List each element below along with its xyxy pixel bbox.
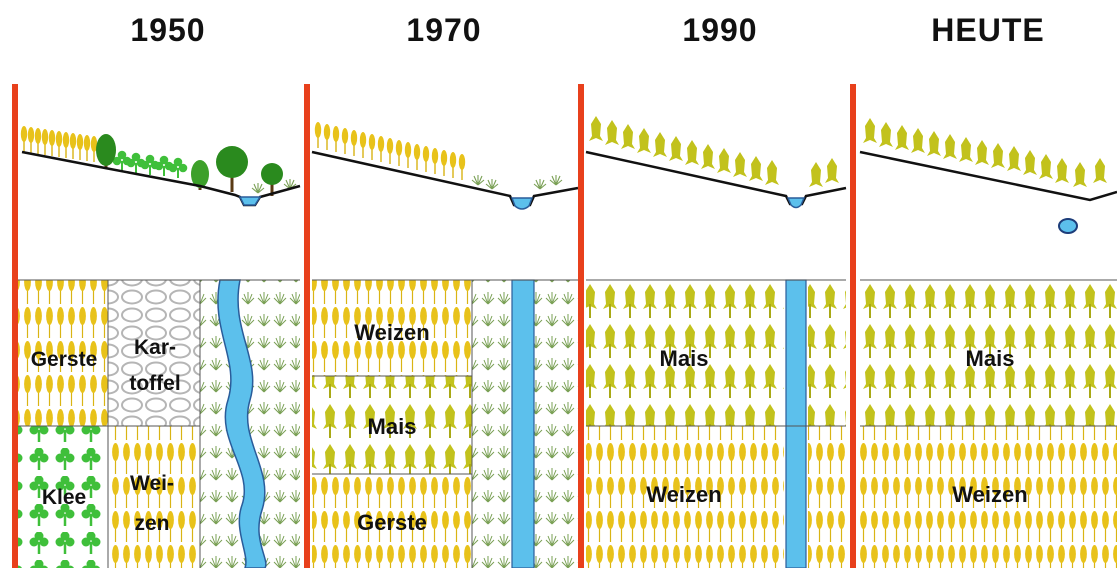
dividers (12, 84, 856, 568)
field-maize-1970 (312, 376, 472, 474)
label-barley-1970: Gerste (357, 510, 427, 535)
field-wheat-1990-east (808, 426, 846, 568)
stream-1950 (238, 196, 262, 206)
profile-1990 (585, 116, 847, 209)
field-wheat-1970 (312, 280, 472, 376)
label-maize-heute: Mais (966, 346, 1015, 371)
stream-1990 (786, 197, 806, 209)
profile-1970 (311, 121, 579, 210)
label-barley-1950: Gerste (31, 348, 98, 371)
panel-1950: Gerste Kar- toffel Klee Wei- zen (18, 125, 301, 568)
year-1970: 1970 (406, 12, 482, 48)
canal-1990 (785, 279, 807, 568)
canal-1970 (511, 279, 535, 568)
label-wheat-1970: Weizen (354, 320, 429, 345)
label-wheat-1950-line2: zen (134, 512, 169, 535)
field-maize-1990-east (808, 280, 846, 426)
divider-1950-1970 (304, 84, 310, 568)
label-wheat-heute: Weizen (952, 482, 1027, 507)
field-clover-1950 (18, 426, 108, 568)
divider-left (12, 84, 18, 568)
field-wheat-1990 (586, 426, 784, 568)
stream-1970 (510, 197, 534, 210)
maize-row-1990 (589, 116, 839, 187)
barley-row-1950 (20, 125, 98, 163)
year-1990: 1990 (682, 12, 758, 48)
panel-1970: Weizen Mais Gerste (311, 121, 579, 568)
label-maize-1970: Mais (368, 414, 417, 439)
year-1950: 1950 (130, 12, 206, 48)
divider-1970-1990 (578, 84, 584, 568)
trees-1950 (96, 134, 283, 196)
profile-heute (859, 118, 1117, 234)
label-clover-1950: Klee (42, 486, 86, 509)
label-potato-1950-line1: Kar- (134, 336, 176, 359)
label-potato-1950-line2: toffel (129, 372, 180, 395)
field-maize-1990 (586, 280, 784, 426)
divider-1990-heute (850, 84, 856, 568)
panel-heute: Mais Weizen (859, 118, 1117, 568)
clover-row-1950 (111, 149, 189, 179)
field-wheat-heute (860, 426, 1117, 568)
wheat-row-1970 (314, 121, 466, 181)
label-maize-1990: Mais (660, 346, 709, 371)
panel-1990: Mais Weizen (585, 116, 847, 568)
field-barley-1970 (312, 474, 472, 568)
maize-row-heute (863, 118, 1107, 187)
field-potato-1950 (108, 280, 200, 426)
field-maize-heute (860, 280, 1117, 426)
label-wheat-1990: Weizen (646, 482, 721, 507)
label-wheat-1950-line1: Wei- (130, 472, 174, 495)
terrain-line-1990 (585, 150, 847, 206)
map-1950: Gerste Kar- toffel Klee Wei- zen (18, 279, 300, 568)
map-heute: Mais Weizen (860, 279, 1117, 568)
year-heute: HEUTE (931, 12, 1045, 48)
terrain-line-heute (859, 150, 1117, 202)
field-wheat-1950 (108, 426, 200, 568)
profile-1950 (20, 125, 301, 207)
map-1990: Mais Weizen (586, 279, 846, 568)
drain-pipe-heute (1058, 218, 1078, 234)
field-barley-1950 (18, 280, 108, 426)
river-1950 (217, 279, 267, 568)
map-1970: Weizen Mais Gerste (312, 279, 578, 568)
